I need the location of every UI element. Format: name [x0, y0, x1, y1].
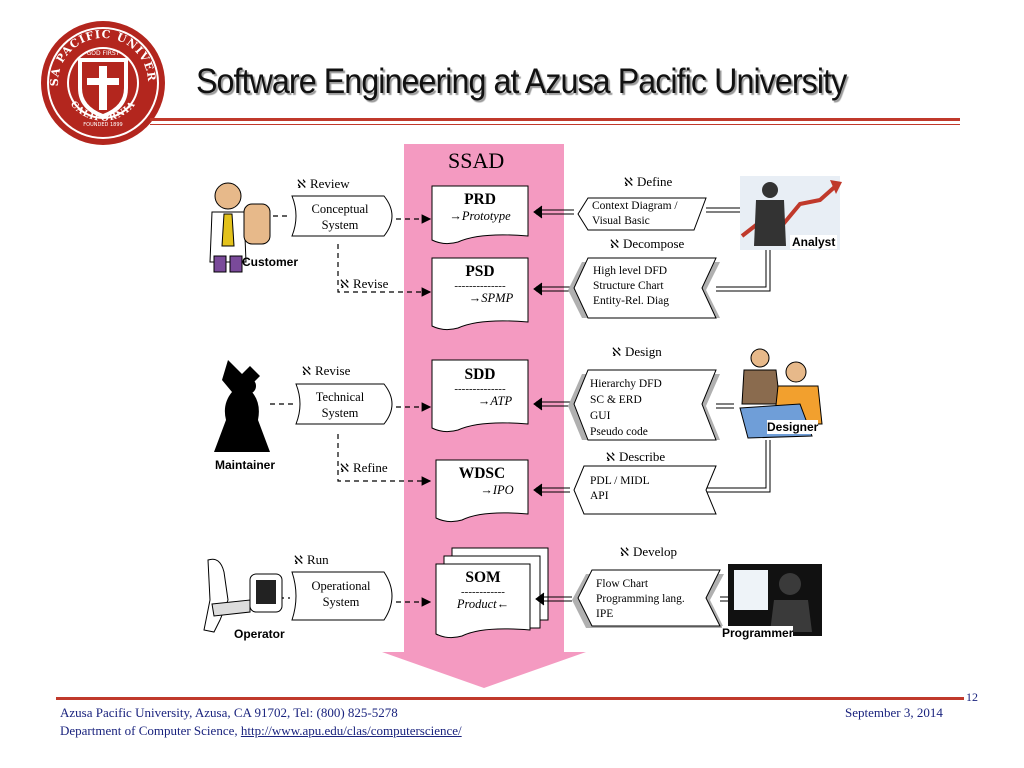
role-analyst: Analyst	[790, 235, 838, 249]
footer-department: Department of Computer Science, http://w…	[60, 723, 462, 738]
operator-figure	[203, 558, 283, 633]
doc-psd-text: PSD -------------- →SPMP	[454, 263, 514, 305]
university-logo: AZUSA PACIFIC UNIVERSITY GOD FIRST FOUND…	[32, 8, 168, 148]
doc-som-text: SOM ------------ Product←	[456, 569, 510, 611]
flag-technical	[295, 383, 393, 425]
doc-sdd	[431, 359, 529, 433]
bullet-icon: ℵ	[610, 237, 619, 251]
ssad-label: SSAD	[448, 148, 505, 173]
flag-define-text: Context Diagram /Visual Basic	[592, 200, 678, 227]
bullet-icon: ℵ	[297, 177, 306, 191]
doc-wdsc	[435, 459, 529, 523]
doc-wdsc-text: WDSC →IPO	[458, 465, 514, 497]
doc-prd	[431, 185, 529, 245]
bullet-icon: ℵ	[620, 545, 629, 559]
bullet-icon: ℵ	[606, 450, 615, 464]
maintainer-figure	[214, 360, 270, 452]
ssad-diagram	[203, 144, 842, 688]
footer-link[interactable]: http://www.apu.edu/clas/computerscience/	[240, 723, 462, 738]
role-designer: Designer	[767, 420, 819, 434]
flag-conceptual	[291, 195, 393, 237]
footer-rule	[56, 697, 964, 700]
logo-motto: GOD FIRST	[87, 50, 120, 57]
footer-date: September 3, 2014	[845, 705, 943, 720]
logo-founded: FOUNDED 1899	[83, 122, 122, 128]
doc-sdd-text: SDD -------------- →ATP	[454, 366, 513, 408]
bullet-icon: ℵ	[624, 175, 633, 189]
bullet-icon: ℵ	[302, 364, 311, 378]
title-rule	[150, 118, 960, 121]
bullet-icon: ℵ	[612, 345, 621, 359]
footer-address: Azusa Pacific University, Azusa, CA 9170…	[60, 705, 398, 720]
role-maintainer: Maintainer	[215, 458, 276, 472]
documents	[431, 185, 549, 639]
right-double-arrows	[533, 205, 771, 606]
doc-som	[435, 563, 531, 639]
bullet-icon: ℵ	[294, 553, 303, 567]
customer-figure	[209, 182, 271, 273]
role-programmer: Programmer	[722, 626, 794, 640]
right-flags	[568, 197, 724, 628]
role-operator: Operator	[234, 627, 285, 641]
role-customer: Customer	[242, 255, 299, 269]
slide-title: Software Engineering at Azusa Pacific Un…	[196, 62, 847, 101]
title-rule-thin	[150, 124, 960, 125]
bullet-icon: ℵ	[340, 277, 349, 291]
flag-operational	[291, 571, 393, 621]
page-number: 12	[966, 690, 978, 704]
left-flags	[291, 195, 393, 621]
programmer-figure	[728, 564, 822, 636]
bullet-icon: ℵ	[340, 461, 349, 475]
doc-psd	[431, 257, 529, 331]
doc-prd-text: PRD →Prototype	[449, 191, 511, 223]
